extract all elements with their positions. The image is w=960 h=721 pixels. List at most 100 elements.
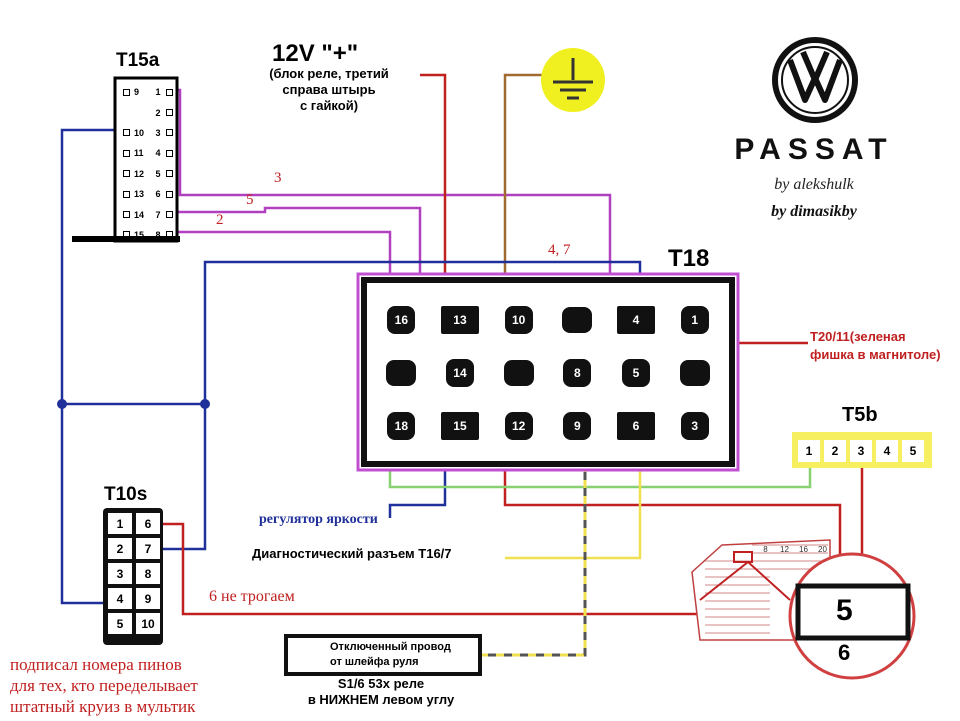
t15a-pin-square-icon	[123, 149, 130, 157]
t15a-pin-square-icon	[123, 129, 130, 137]
t15a-pin-right: 5	[155, 168, 161, 179]
t18-empty-socket	[665, 351, 724, 396]
t18-pin: 18	[372, 403, 431, 448]
t15a-pin-square-icon	[123, 190, 130, 198]
relay-top-cell: 12	[780, 545, 789, 554]
t18-pin: 10	[489, 298, 548, 343]
t18-empty-socket	[548, 298, 607, 343]
red-power-wire	[420, 73, 447, 305]
t10s-pin: 6	[136, 513, 160, 534]
brand-author-1: by alekshulk	[774, 176, 854, 193]
relay-zoom	[788, 552, 916, 680]
t20-note-line-1: T20/11(зеленая	[810, 329, 906, 344]
relay-label-line-2: в НИЖНЕМ левом углу	[307, 692, 455, 707]
t18-pin-box: 5	[621, 358, 650, 387]
t15a-pin-left: 12	[134, 168, 145, 179]
t18-pin-box: 15	[440, 411, 479, 440]
t18-pin-box: 14	[445, 358, 474, 387]
t18-empty-socket	[489, 351, 548, 396]
brightness-label: регулятор яркости	[259, 512, 378, 527]
wire-label-3: 3	[274, 170, 282, 186]
author-note-line-1: подписал номера пинов	[10, 655, 182, 674]
disconnected-label: Отключенный провод от шлейфа руля	[330, 640, 451, 670]
t15a-pin-left: 15	[134, 229, 145, 240]
t15a-pin-left: 11	[134, 148, 144, 159]
t18-pin: 9	[548, 403, 607, 448]
t18-pin-box: 1	[680, 306, 709, 335]
blue-junction-left	[57, 399, 67, 409]
t10s-pin: 2	[108, 538, 132, 559]
t15a-pin-right: 1	[155, 87, 161, 98]
t15a-pin-right: 3	[155, 127, 161, 138]
dashed-overlay	[480, 440, 587, 657]
t15a-pin-square-icon	[166, 88, 173, 96]
t18-pin-box: 10	[504, 306, 533, 335]
t15a-row: 2	[119, 102, 175, 122]
vw-logo-icon	[772, 37, 858, 123]
t10s-title: T10s	[104, 484, 148, 505]
t15a-pin-right: 4	[155, 148, 161, 159]
t5b-pin: 4	[876, 440, 898, 462]
t15a-row: 15 8	[119, 225, 175, 245]
t18-socket-icon	[562, 307, 593, 334]
power-title: 12V "+"	[272, 40, 359, 67]
disconnected-box	[284, 634, 482, 676]
t15a-pin-square-icon	[166, 149, 173, 157]
t10s-pin: 1	[108, 513, 132, 534]
author-note-line-2: для тех, кто переделывает	[10, 676, 198, 695]
t18-connector	[356, 272, 740, 472]
t18-socket-icon	[503, 359, 534, 386]
t18-empty-socket	[372, 351, 431, 396]
t10s-pin: 7	[136, 538, 160, 559]
t15a-pin-square-icon	[123, 211, 130, 219]
t18-pin-box: 13	[440, 306, 479, 335]
t15a-pin-right: 8	[155, 229, 161, 240]
wire-label-2: 2	[216, 212, 224, 228]
wire-label-5: 5	[246, 192, 254, 208]
power-note-line-2: справа штырь	[282, 82, 376, 97]
blue-junction-right	[200, 399, 210, 409]
t18-pin-box: 12	[504, 411, 533, 440]
t18-pin: 13	[431, 298, 490, 343]
relay-top-cell: 20	[818, 545, 827, 554]
t18-title: T18	[668, 245, 710, 272]
t15a-row: 12 5	[119, 164, 175, 184]
relay-label: S1/6 53x реле в НИЖНЕМ левом углу	[286, 676, 476, 708]
t15a-pin-right: 7	[155, 209, 161, 220]
author-note-line-3: штатный круиз в мультик	[10, 697, 196, 716]
t5b-pin: 3	[850, 440, 872, 462]
t15a-pin-square-icon	[166, 170, 173, 178]
diag-label: Диагностический разъем T16/7	[252, 546, 452, 561]
t18-pin: 6	[607, 403, 666, 448]
t18-socket-icon	[386, 359, 417, 386]
t18-pin: 12	[489, 403, 548, 448]
t15a-row: 11 4	[119, 143, 175, 163]
t18-pin-box: 6	[616, 411, 655, 440]
t20-note-line-2: фишка в магнитоле)	[810, 347, 941, 362]
author-note: подписал номера пинов для тех, кто перед…	[10, 654, 198, 717]
t18-pin: 3	[665, 403, 724, 448]
disconnected-line-2: от шлейфа руля	[330, 656, 419, 668]
brand-model: PASSAT	[734, 133, 894, 166]
yellow-disconnected-wire	[480, 440, 587, 657]
t10s-pin: 3	[108, 563, 132, 584]
wire-label-4-7: 4, 7	[548, 242, 571, 258]
t5b-title: T5b	[842, 404, 878, 426]
power-note-line-3: с гайкой)	[299, 98, 359, 113]
t20-note: T20/11(зеленая фишка в магнитоле)	[810, 328, 941, 364]
t15a-pin-right: 6	[155, 189, 161, 200]
brown-ground-wire	[503, 73, 545, 305]
relay-label-line-1: S1/6 53x реле	[337, 676, 425, 691]
t10s-pin: 9	[136, 588, 160, 609]
t18-pin: 15	[431, 403, 490, 448]
t18-pin-box: 16	[387, 306, 416, 335]
t10s-pin: 10	[136, 613, 160, 634]
t18-pin-box: 4	[616, 306, 655, 335]
relay-zoom-pin: 5	[836, 594, 853, 627]
t15a-title: T15a	[116, 50, 160, 71]
t15a-pin-square-icon	[166, 190, 173, 198]
